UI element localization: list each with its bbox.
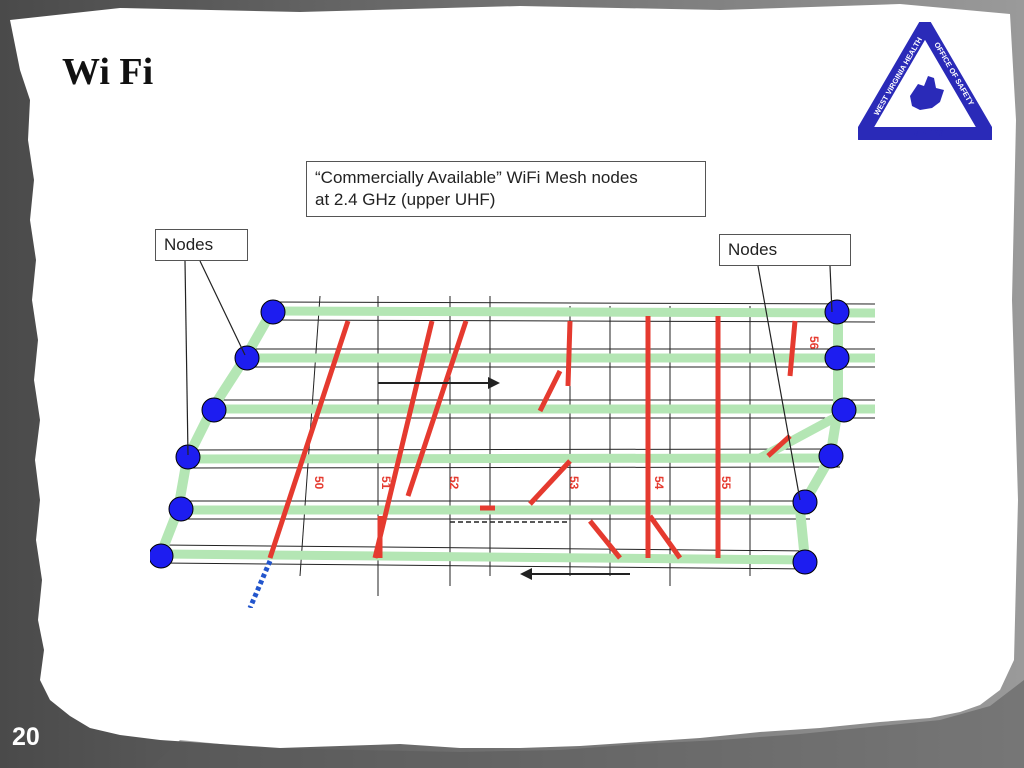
arrow-head <box>520 568 532 580</box>
arrow-head <box>488 377 500 389</box>
entry-label: 56 <box>807 336 821 350</box>
mesh-node <box>824 299 850 325</box>
seal-line <box>405 320 469 497</box>
west-virginia-state-icon <box>910 76 944 110</box>
wv-office-of-miners-safety-logo: WEST VIRGINIA HEALTH OFFICE OF SAFETY TR… <box>858 22 992 140</box>
entry-label: 55 <box>719 476 733 490</box>
seal-line <box>565 320 573 387</box>
entry-label: 50 <box>312 476 326 490</box>
seal-line <box>372 320 435 559</box>
belt-line <box>247 560 273 608</box>
torn-paper-shadow <box>150 680 1024 768</box>
seal-line <box>537 369 563 413</box>
slide-title: Wi Fi <box>62 51 154 93</box>
seal-lines <box>267 316 798 560</box>
nodes-label-right: Nodes <box>719 234 851 266</box>
mesh-node <box>201 397 227 423</box>
mesh-node <box>260 299 286 325</box>
drift-edge <box>184 466 841 469</box>
entry-label: 53 <box>567 476 581 490</box>
mesh-node <box>792 549 818 575</box>
callout-line-1: “Commercially Available” WiFi Mesh nodes <box>315 168 638 187</box>
mesh-node <box>234 345 260 371</box>
entry-label: 52 <box>447 476 461 490</box>
mesh-node <box>824 345 850 371</box>
entry-number-labels: 50 51 52 53 54 55 56 <box>312 336 821 490</box>
drift-edge <box>161 544 811 552</box>
seal-line <box>267 320 351 559</box>
nodes-label-left: Nodes <box>155 229 248 261</box>
slide-number: 20 <box>12 723 40 751</box>
entry-crosscut <box>269 306 875 318</box>
direction-arrows <box>378 377 630 580</box>
seal-line <box>647 514 683 560</box>
mesh-nodes-callout: “Commercially Available” WiFi Mesh nodes… <box>306 161 706 217</box>
mesh-node <box>818 443 844 469</box>
mesh-node <box>792 489 818 515</box>
mesh-node <box>150 543 174 569</box>
callout-line-2: at 2.4 GHz (upper UHF) <box>315 190 496 209</box>
mesh-node <box>831 397 857 423</box>
mesh-node <box>175 444 201 470</box>
seal-line <box>528 459 572 506</box>
logo-text-miners: MINERS <box>912 129 944 138</box>
entry-label: 51 <box>379 476 393 490</box>
entry-crosscut <box>161 549 811 565</box>
drift-edge <box>184 448 841 451</box>
entry-label: 54 <box>652 476 666 490</box>
seal-line <box>588 519 622 560</box>
logo-text-training: TRAINING <box>909 117 948 126</box>
mesh-node <box>168 496 194 522</box>
entry-crosscut <box>184 453 841 464</box>
mine-map: 50 51 52 53 54 55 56 <box>150 276 875 608</box>
